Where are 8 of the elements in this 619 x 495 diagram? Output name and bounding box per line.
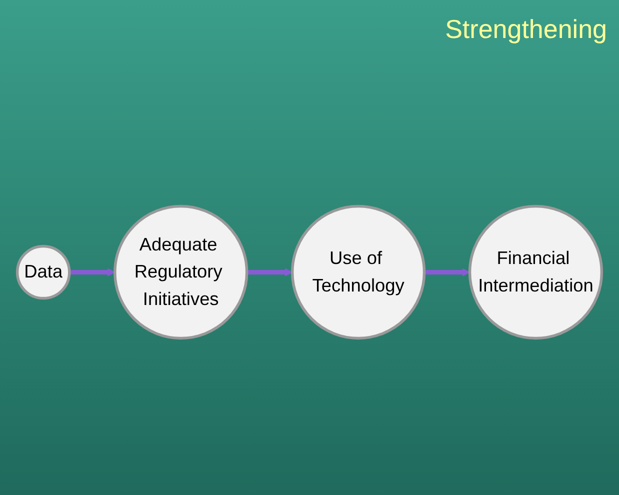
node-circle: Financial Intermediation xyxy=(468,205,604,340)
arrow xyxy=(424,268,470,276)
arrow xyxy=(246,268,293,276)
arrow xyxy=(69,268,116,276)
node-circle: Adequate Regulatory Initiatives xyxy=(114,205,248,340)
node-circle: Use of Technology xyxy=(290,205,426,340)
title: Strengthening xyxy=(445,14,607,45)
node-circle: Data xyxy=(16,245,71,300)
